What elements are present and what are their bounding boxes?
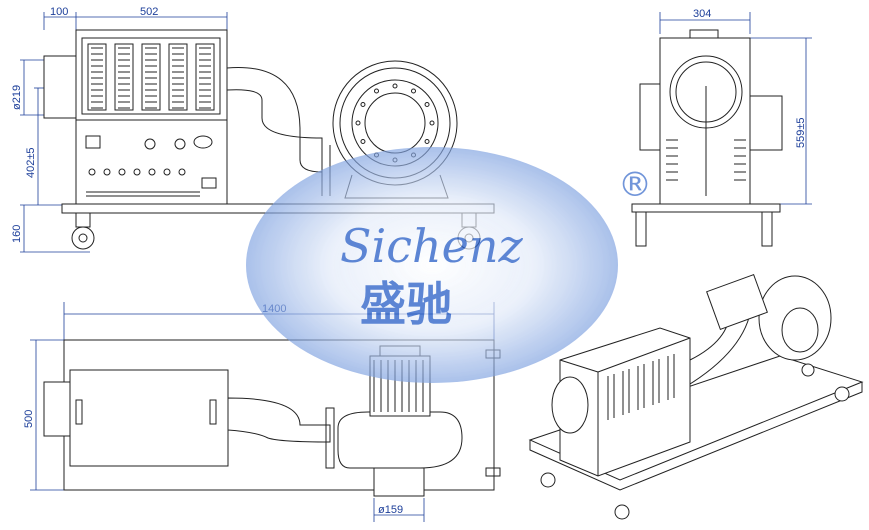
front-intake-box xyxy=(43,55,77,119)
dim-side-height: 559±5 xyxy=(795,117,807,148)
top-intake xyxy=(43,381,71,437)
registered-mark: ® xyxy=(618,165,652,205)
timer-knob xyxy=(174,138,186,150)
dim-front-outlet-height: 402±5 xyxy=(25,147,37,178)
isometric-view xyxy=(528,274,864,520)
watermark-brand-latin: Sichenz xyxy=(340,219,523,273)
dim-side-width: 304 xyxy=(693,8,711,20)
top-outlet xyxy=(373,467,425,497)
dim-front-base-height: 160 xyxy=(11,225,23,243)
dim-front-left-width: 100 xyxy=(50,6,68,18)
iso-blower xyxy=(758,275,832,361)
indicator-lights xyxy=(88,168,186,176)
dim-top-outlet-dia: ø159 xyxy=(378,504,403,516)
side-wheels xyxy=(635,211,773,247)
dim-front-duct-dia: ø219 xyxy=(11,85,23,110)
iso-intake xyxy=(551,376,589,434)
ce-mark xyxy=(201,177,217,189)
side-view: 304 559±5 xyxy=(631,8,812,247)
watermark-brand-cn: 盛驰 xyxy=(360,277,452,331)
top-cabinet xyxy=(69,369,229,467)
temperature-knob xyxy=(144,138,156,150)
side-base-frame xyxy=(631,203,781,213)
power-switch xyxy=(85,135,101,149)
top-blower-housing xyxy=(337,411,463,469)
side-motor xyxy=(639,83,661,151)
dim-front-main-width: 502 xyxy=(140,6,158,18)
top-duct xyxy=(227,397,331,443)
side-duct xyxy=(749,95,783,151)
top-view: 1400 500 ø159 xyxy=(23,302,501,522)
front-duct-elbow xyxy=(226,67,323,173)
watermark: Sichenz 盛驰 ® xyxy=(246,147,652,383)
iso-motor xyxy=(706,274,768,330)
watermark-ellipse xyxy=(246,147,618,383)
dim-top-depth: 500 xyxy=(23,410,35,428)
side-vents xyxy=(666,139,746,181)
iso-cabinet xyxy=(559,327,691,477)
front-vents xyxy=(87,43,215,111)
iso-wheels xyxy=(540,363,850,520)
front-top-dimension: 100 502 xyxy=(43,6,228,30)
display-window xyxy=(193,135,213,149)
